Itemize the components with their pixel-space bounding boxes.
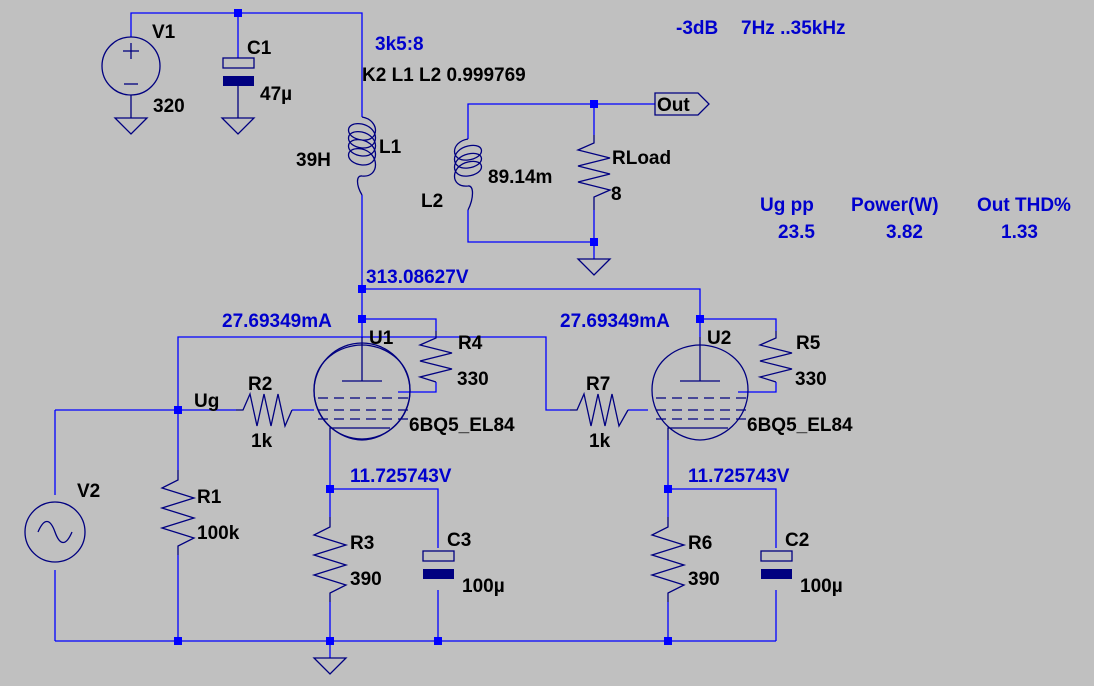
result-header-power: Power(W) <box>851 195 939 216</box>
c2-capacitor[interactable] <box>760 550 793 579</box>
v2-ac-source[interactable] <box>24 501 86 563</box>
r5-resistor[interactable] <box>757 331 793 383</box>
result-value-thd: 1.33 <box>1001 222 1038 243</box>
transformer-ratio-label: 3k5:8 <box>375 34 424 55</box>
junctions <box>174 9 704 645</box>
r4-value: 330 <box>457 369 489 390</box>
bandwidth-db-label: -3dB <box>676 18 718 39</box>
c1-name: C1 <box>247 38 272 59</box>
r5-value: 330 <box>795 369 827 390</box>
r2-name: R2 <box>248 374 272 395</box>
c1-value: 47µ <box>260 84 292 105</box>
r1-resistor[interactable] <box>159 470 197 555</box>
r3-value: 390 <box>350 569 382 590</box>
rload-resistor[interactable] <box>575 135 613 210</box>
v1-dc-source[interactable] <box>101 36 161 118</box>
u1-anode-current: 27.69349mA <box>222 311 332 332</box>
l1-value: 39H <box>296 150 331 171</box>
ug-node-label: Ug <box>194 391 219 412</box>
l2-name: L2 <box>421 191 443 212</box>
ground-symbol-v1 <box>113 117 149 135</box>
c3-capacitor[interactable] <box>422 550 455 579</box>
r3-name: R3 <box>350 533 374 554</box>
u1-cathode-voltage: 11.725743V <box>350 466 452 487</box>
ground-symbol-main <box>312 657 348 675</box>
r4-resistor[interactable] <box>417 331 453 383</box>
u2-pentode-tube[interactable] <box>651 337 749 441</box>
result-value-power: 3.82 <box>886 222 923 243</box>
r7-resistor[interactable] <box>570 391 629 428</box>
r1-value: 100k <box>197 523 240 544</box>
v1-name: V1 <box>152 22 176 43</box>
r6-value: 390 <box>688 569 720 590</box>
out-port[interactable] <box>654 92 710 116</box>
r1-name: R1 <box>197 487 222 508</box>
c2-name: C2 <box>785 530 809 551</box>
r7-value: 1k <box>589 431 611 452</box>
u2-model: 6BQ5_EL84 <box>747 415 853 436</box>
r7-name: R7 <box>586 374 610 395</box>
c3-name: C3 <box>447 530 471 551</box>
r6-resistor[interactable] <box>649 517 687 602</box>
rload-name: RLoad <box>612 148 671 169</box>
result-header-ug: Ug pp <box>760 195 814 216</box>
v1-value: 320 <box>153 96 185 117</box>
c2-value: 100µ <box>800 576 843 597</box>
v2-name: V2 <box>77 481 100 502</box>
r4-name: R4 <box>458 333 483 354</box>
out-port-label: Out <box>657 95 690 116</box>
u2-cathode-voltage: 11.725743V <box>688 466 790 487</box>
b-plus-voltage: 313.08627V <box>366 267 469 288</box>
rload-value: 8 <box>611 184 622 205</box>
l2-inductor[interactable] <box>453 138 483 211</box>
ground-symbol-out <box>576 258 612 276</box>
r6-name: R6 <box>688 533 712 554</box>
u1-model: 6BQ5_EL84 <box>409 415 515 436</box>
r2-value: 1k <box>251 431 273 452</box>
result-header-thd: Out THD% <box>977 195 1071 216</box>
u2-anode-current: 27.69349mA <box>560 311 670 332</box>
u1-name: U1 <box>369 328 394 349</box>
l1-name: L1 <box>379 137 402 158</box>
wires <box>54 12 777 658</box>
result-value-ug: 23.5 <box>778 222 815 243</box>
bandwidth-range-label: 7Hz ..35kHz <box>741 18 846 39</box>
coupling-directive: K2 L1 L2 0.999769 <box>362 65 526 86</box>
l1-inductor[interactable] <box>347 116 377 196</box>
r3-resistor[interactable] <box>311 517 349 602</box>
u1-pentode-tube[interactable] <box>313 337 411 441</box>
r2-resistor[interactable] <box>236 391 293 429</box>
r5-name: R5 <box>796 333 821 354</box>
c3-value: 100µ <box>462 576 505 597</box>
c1-capacitor[interactable] <box>220 57 256 135</box>
l2-value: 89.14m <box>488 167 552 188</box>
u2-name: U2 <box>707 328 731 349</box>
